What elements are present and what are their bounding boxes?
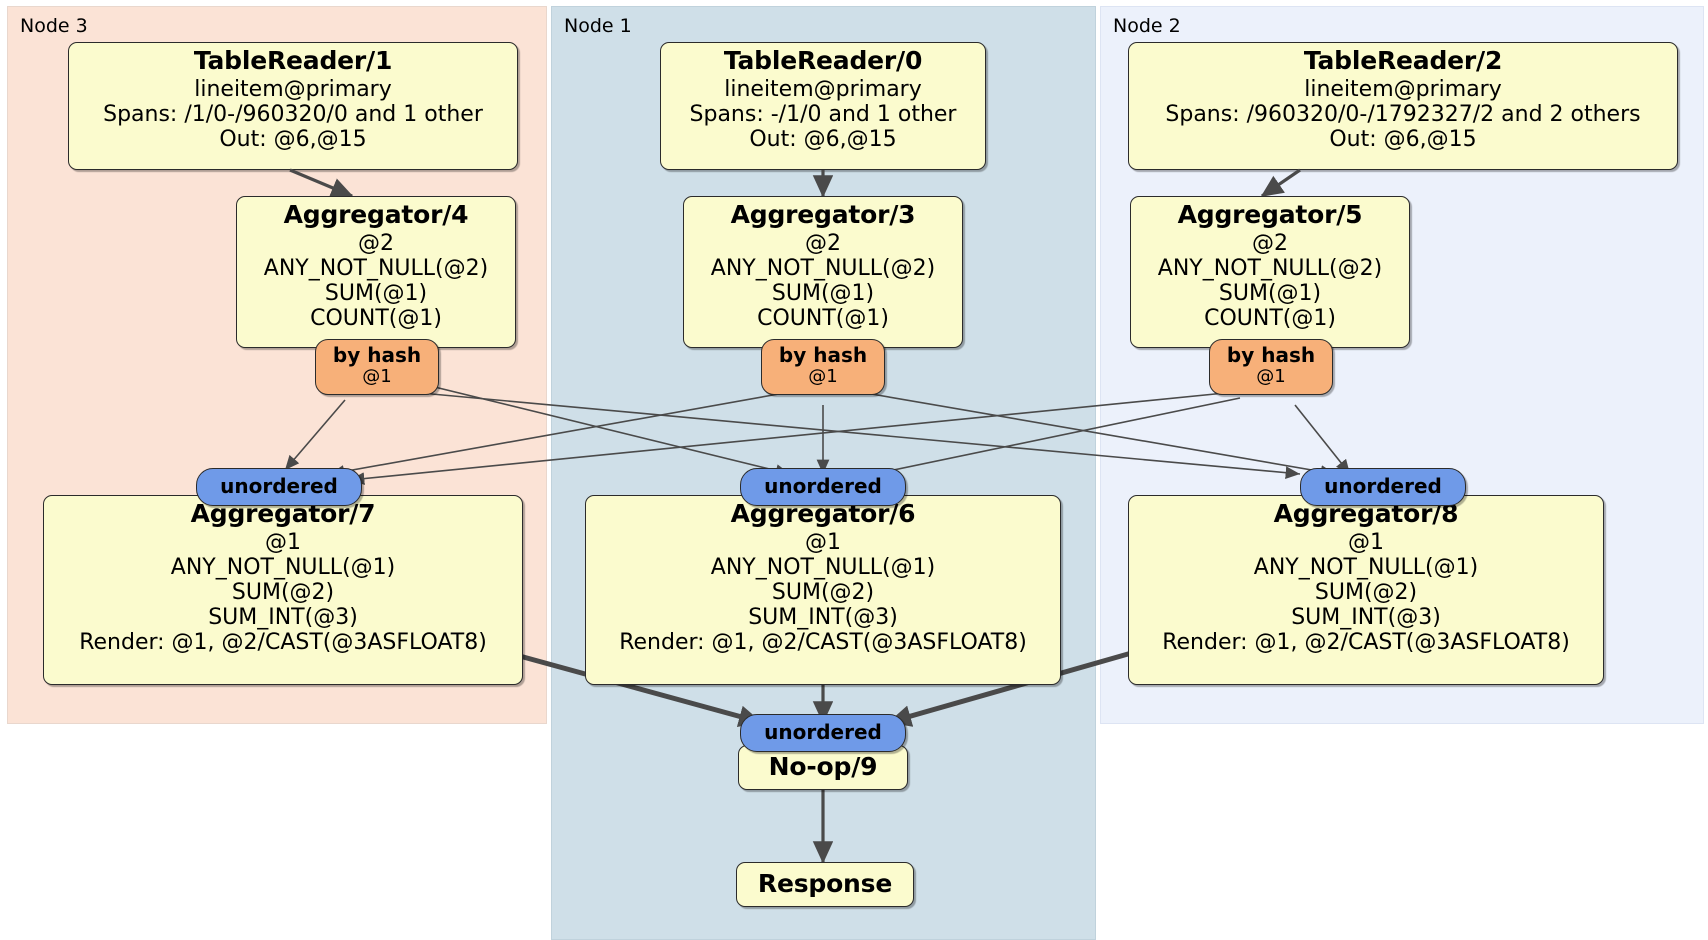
unordered-synchronizer-node-2[interactable]: unordered bbox=[1300, 468, 1466, 506]
router-column: @1 bbox=[362, 365, 392, 387]
processor-detail-line: SUM_INT(@3) bbox=[208, 604, 358, 630]
processor-aggregator-5[interactable]: Aggregator/5 @2 ANY_NOT_NULL(@2) SUM(@1)… bbox=[1130, 196, 1410, 348]
synchronizer-label: unordered bbox=[764, 720, 882, 745]
processor-detail-line: ANY_NOT_NULL(@2) bbox=[1157, 255, 1383, 281]
processor-detail-line: SUM(@1) bbox=[1218, 280, 1322, 306]
processor-detail-line: Render: @1, @2/CAST(@3ASFLOAT8) bbox=[1162, 629, 1570, 655]
router-label: by hash bbox=[332, 343, 422, 367]
region-label-node-2: Node 2 bbox=[1113, 15, 1181, 37]
unordered-synchronizer-final[interactable]: unordered bbox=[740, 714, 906, 752]
processor-detail-line: @1 bbox=[1348, 529, 1384, 555]
processor-title: Aggregator/3 bbox=[730, 200, 916, 229]
processor-detail-line: SUM(@2) bbox=[771, 579, 875, 605]
hash-router-node-3[interactable]: by hash @1 bbox=[315, 339, 439, 395]
processor-detail-line: SUM(@2) bbox=[231, 579, 335, 605]
processor-detail-line: lineitem@primary bbox=[724, 76, 922, 102]
processor-detail-line: SUM(@1) bbox=[771, 280, 875, 306]
processor-detail-line: Spans: /1/0-/960320/0 and 1 other bbox=[103, 101, 483, 127]
processor-aggregator-8[interactable]: Aggregator/8 @1 ANY_NOT_NULL(@1) SUM(@2)… bbox=[1128, 495, 1604, 685]
processor-detail-line: Spans: /960320/0-/1792327/2 and 2 others bbox=[1165, 101, 1641, 127]
processor-table-reader-1[interactable]: TableReader/1 lineitem@primary Spans: /1… bbox=[68, 42, 518, 170]
processor-title: TableReader/1 bbox=[193, 46, 393, 75]
processor-detail-line: @2 bbox=[1252, 230, 1288, 256]
router-column: @1 bbox=[808, 365, 838, 387]
processor-aggregator-3[interactable]: Aggregator/3 @2 ANY_NOT_NULL(@2) SUM(@1)… bbox=[683, 196, 963, 348]
processor-title: TableReader/2 bbox=[1303, 46, 1503, 75]
processor-detail-line: Out: @6,@15 bbox=[1329, 126, 1477, 152]
router-column: @1 bbox=[1256, 365, 1286, 387]
processor-detail-line: ANY_NOT_NULL(@1) bbox=[1253, 554, 1479, 580]
router-label: by hash bbox=[778, 343, 868, 367]
processor-detail-line: ANY_NOT_NULL(@1) bbox=[710, 554, 936, 580]
processor-detail-line: Render: @1, @2/CAST(@3ASFLOAT8) bbox=[79, 629, 487, 655]
processor-aggregator-7[interactable]: Aggregator/7 @1 ANY_NOT_NULL(@1) SUM(@2)… bbox=[43, 495, 523, 685]
unordered-synchronizer-node-1[interactable]: unordered bbox=[740, 468, 906, 506]
processor-detail-line: SUM_INT(@3) bbox=[1291, 604, 1441, 630]
hash-router-node-2[interactable]: by hash @1 bbox=[1209, 339, 1333, 395]
region-label-node-3: Node 3 bbox=[20, 15, 88, 37]
processor-detail-line: COUNT(@1) bbox=[757, 305, 889, 331]
processor-aggregator-6[interactable]: Aggregator/6 @1 ANY_NOT_NULL(@1) SUM(@2)… bbox=[585, 495, 1061, 685]
processor-detail-line: ANY_NOT_NULL(@2) bbox=[263, 255, 489, 281]
region-label-node-1: Node 1 bbox=[564, 15, 632, 37]
processor-title: Aggregator/5 bbox=[1177, 200, 1363, 229]
processor-response[interactable]: Response bbox=[736, 862, 914, 907]
processor-detail-line: Spans: -/1/0 and 1 other bbox=[689, 101, 957, 127]
processor-detail-line: Render: @1, @2/CAST(@3ASFLOAT8) bbox=[619, 629, 1027, 655]
processor-aggregator-4[interactable]: Aggregator/4 @2 ANY_NOT_NULL(@2) SUM(@1)… bbox=[236, 196, 516, 348]
processor-no-op-9[interactable]: No-op/9 bbox=[738, 745, 908, 790]
processor-detail-line: COUNT(@1) bbox=[1204, 305, 1336, 331]
processor-title: TableReader/0 bbox=[723, 46, 923, 75]
processor-detail-line: Out: @6,@15 bbox=[219, 126, 367, 152]
processor-detail-line: ANY_NOT_NULL(@2) bbox=[710, 255, 936, 281]
processor-detail-line: lineitem@primary bbox=[194, 76, 392, 102]
processor-detail-line: @1 bbox=[265, 529, 301, 555]
processor-detail-line: @1 bbox=[805, 529, 841, 555]
hash-router-node-1[interactable]: by hash @1 bbox=[761, 339, 885, 395]
synchronizer-label: unordered bbox=[764, 474, 882, 499]
processor-detail-line: SUM(@2) bbox=[1314, 579, 1418, 605]
processor-title: No-op/9 bbox=[768, 752, 878, 781]
processor-detail-line: lineitem@primary bbox=[1304, 76, 1502, 102]
processor-detail-line: ANY_NOT_NULL(@1) bbox=[170, 554, 396, 580]
processor-detail-line: @2 bbox=[358, 230, 394, 256]
synchronizer-label: unordered bbox=[220, 474, 338, 499]
router-label: by hash bbox=[1226, 343, 1316, 367]
processor-detail-line: @2 bbox=[805, 230, 841, 256]
processor-title: Aggregator/4 bbox=[283, 200, 469, 229]
processor-table-reader-0[interactable]: TableReader/0 lineitem@primary Spans: -/… bbox=[660, 42, 986, 170]
processor-detail-line: Out: @6,@15 bbox=[749, 126, 897, 152]
processor-title: Response bbox=[757, 869, 893, 898]
synchronizer-label: unordered bbox=[1324, 474, 1442, 499]
processor-detail-line: COUNT(@1) bbox=[310, 305, 442, 331]
unordered-synchronizer-node-3[interactable]: unordered bbox=[196, 468, 362, 506]
processor-detail-line: SUM_INT(@3) bbox=[748, 604, 898, 630]
processor-detail-line: SUM(@1) bbox=[324, 280, 428, 306]
processor-table-reader-2[interactable]: TableReader/2 lineitem@primary Spans: /9… bbox=[1128, 42, 1678, 170]
